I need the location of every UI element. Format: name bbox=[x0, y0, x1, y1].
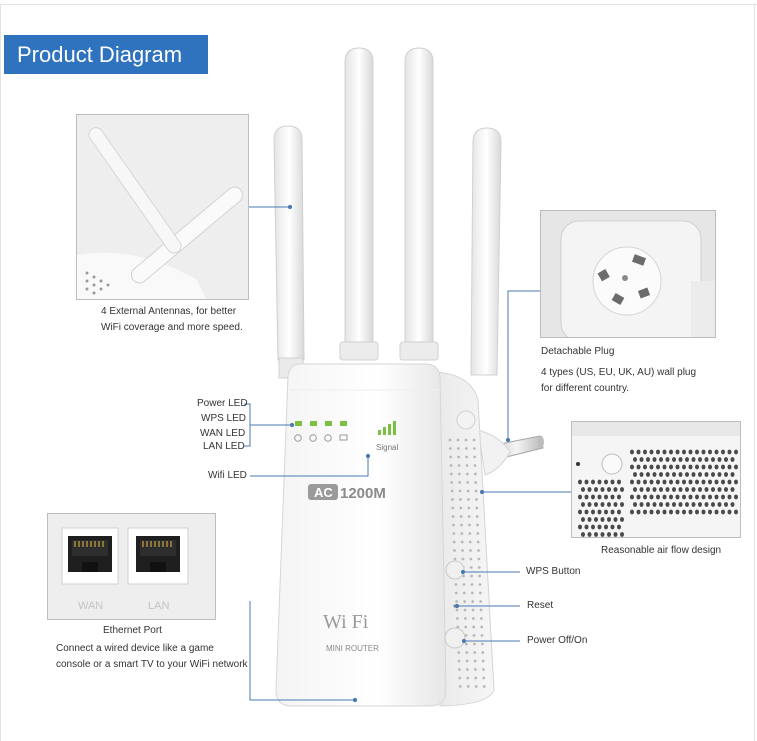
wps-button-label: WPS Button bbox=[526, 566, 581, 577]
antenna-right bbox=[470, 127, 502, 376]
callout-lines bbox=[244, 204, 572, 703]
antenna-caption-line2: WiFi coverage and more speed. bbox=[101, 322, 243, 333]
ethernet-caption-title: Ethernet Port bbox=[103, 625, 162, 636]
wps-button-shape bbox=[445, 560, 465, 580]
wan-led-label: WAN LED bbox=[200, 428, 246, 439]
ethernet-caption-line2: console or a smart TV to your WiFi netwo… bbox=[56, 659, 248, 670]
wan-port bbox=[68, 536, 112, 572]
airflow-caption: Reasonable air flow design bbox=[601, 545, 722, 556]
plug-caption-line2: for different country. bbox=[541, 383, 630, 394]
lan-port-label: LAN bbox=[148, 600, 169, 612]
airflow-detail-photo bbox=[571, 421, 741, 538]
ac1200-badge: AC 1200M bbox=[308, 484, 386, 502]
page-title: Product Diagram bbox=[4, 35, 208, 74]
signal-bars bbox=[378, 421, 396, 435]
power-button-label: Power Off/On bbox=[527, 635, 588, 646]
led-row bbox=[294, 421, 348, 442]
antenna-detail-photo bbox=[76, 114, 249, 300]
antenna-center-right bbox=[399, 47, 439, 361]
wifi-logo: Wi Fi bbox=[323, 611, 369, 633]
reset-label: Reset bbox=[527, 600, 554, 611]
wifi-logo-sub: MINI ROUTER bbox=[326, 644, 379, 653]
frame-top bbox=[0, 4, 757, 5]
power-led-label: Power LED bbox=[197, 398, 248, 409]
ethernet-detail-photo: WAN LAN bbox=[47, 513, 216, 620]
frame-left bbox=[0, 4, 1, 741]
antenna-center-left bbox=[339, 47, 379, 361]
router-body bbox=[275, 363, 447, 707]
antenna-left bbox=[273, 125, 305, 379]
signal-label: Signal bbox=[376, 443, 398, 452]
lan-port bbox=[136, 536, 180, 572]
wps-led-label: WPS LED bbox=[201, 413, 247, 424]
antenna-caption-line1: 4 External Antennas, for better bbox=[101, 306, 237, 317]
plug-caption-title: Detachable Plug bbox=[541, 346, 615, 357]
wan-port-label: WAN bbox=[78, 600, 103, 612]
ethernet-caption-line1: Connect a wired device like a game bbox=[56, 643, 214, 654]
wifi-led-label: Wifi LED bbox=[208, 470, 247, 481]
plug-prong bbox=[477, 429, 544, 476]
svg-text:AC: AC bbox=[314, 485, 333, 500]
plug-caption-line1: 4 types (US, EU, UK, AU) wall plug bbox=[541, 367, 697, 378]
lan-led-label: LAN LED bbox=[203, 441, 245, 452]
power-button-shape bbox=[444, 627, 466, 649]
plug-detail-photo bbox=[540, 210, 716, 338]
frame-right bbox=[754, 4, 755, 741]
svg-text:1200M: 1200M bbox=[340, 485, 386, 502]
